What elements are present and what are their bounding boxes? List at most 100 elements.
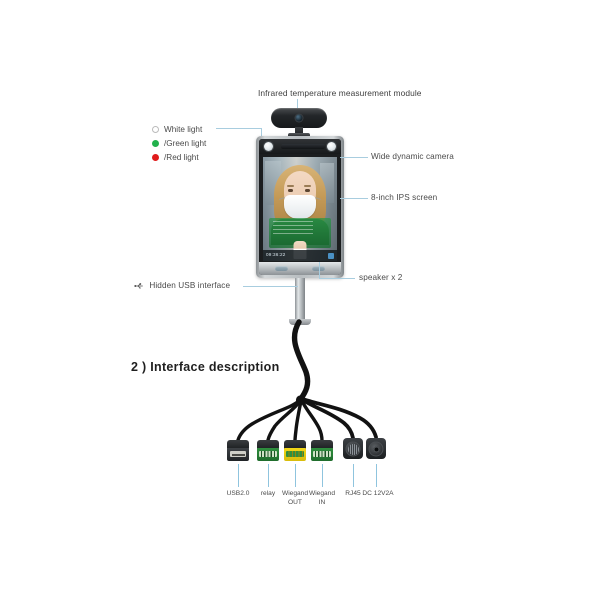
subject-brow-left [287,185,294,187]
connector-label-rj45-line1: RJ45 [345,490,361,497]
usb-icon-dot [134,284,137,287]
indicator-light-legend: White light /Green light /Red light [152,122,206,164]
connector-wiegand-in-shell [311,440,333,449]
legend-label-green: /Green light [164,138,207,148]
connector-dc-power [366,438,386,459]
connector-label-wiegand-in: Wiegand IN [309,489,335,507]
connector-label-dc-power: DC 12V2A [362,489,393,498]
ir-sensor-lens-icon [295,114,303,122]
white-light-dot-icon [152,125,159,133]
rj45-contacts-icon [347,443,359,455]
connector-label-wiegand-out-line1: Wiegand [281,490,309,497]
subject-face-mask [284,195,316,219]
connector-label-relay: relay [261,489,275,498]
legend-item-green-light: /Green light [152,136,206,150]
connector-rj45-face [345,441,361,457]
tick-rj45 [353,464,354,487]
speaker-left [275,266,288,271]
legend-item-white-light: White light [152,122,206,136]
connector-wiegand-out-face [284,448,306,461]
connector-relay-face [257,448,279,461]
terminal-pins-icon [313,451,331,457]
connector-wiegand-in [311,440,333,461]
connector-usb2-face [227,448,249,461]
terminal-body: 09:36:22 [256,136,344,278]
wide-dynamic-camera-lens [327,142,336,151]
ir-fill-light-bar [281,144,325,149]
callout-hidden-usb-label: Hidden USB interface [149,281,231,290]
tick-usb2 [238,464,239,487]
connector-usb2-shell [227,440,249,449]
ips-display-screen[interactable]: 09:36:22 [263,157,337,261]
mounting-pole [295,278,305,322]
main-cable-trunk [291,319,311,403]
connector-label-dc-power-line1: DC 12V2A [362,490,394,497]
usb-icon [134,283,143,289]
subject-eye-right [305,189,310,192]
callout-hidden-usb: Hidden USB interface [134,281,230,290]
connector-relay-shell [257,440,279,449]
leader-speaker [319,278,355,279]
callout-ir-module-label: Infrared temperature measurement module [258,88,422,98]
cable-junction-node [295,395,306,405]
overlay-text-lines [273,221,313,235]
connector-label-rj45: RJ45 [345,489,360,498]
terminal-pins-icon [286,451,304,457]
leader-wide-camera [340,157,368,158]
cable-branch-dc [301,397,378,439]
tick-wiegand-out [295,464,296,487]
usb-icon-triangle [139,287,142,289]
usb-a-port-icon [230,451,246,457]
cable-branch-usb [236,398,302,442]
legend-label-white: White light [164,124,203,134]
ir-module-mount [288,133,310,137]
connector-dc-power-face [368,441,384,457]
subject-eye-left [288,189,293,192]
leader-white-light [216,128,262,129]
cable-branch-rj45 [301,398,355,440]
connector-wiegand-out-shell [284,440,306,449]
screen-status-icon [328,252,334,259]
section-heading: 2 ) Interface description [131,360,280,374]
dc-barrel-jack-icon [373,446,379,452]
connector-label-wiegand-in-line2: IN [318,499,326,506]
green-light-dot-icon [152,139,159,147]
pole-base [289,319,311,325]
legend-label-red: /Red light [164,152,199,162]
subject-brow-right [304,185,311,187]
callout-wide-camera-label: Wide dynamic camera [371,152,454,161]
tick-relay [268,464,269,487]
red-light-dot-icon [152,153,159,161]
callout-speaker-label: speaker x 2 [359,273,403,282]
cable-branch-relay [266,399,302,442]
leader-ips-screen [340,198,368,199]
terminal-pins-icon [259,451,277,457]
usb-icon-square [139,283,142,285]
bottom-bezel [259,262,341,275]
leader-hidden-usb [243,286,298,287]
callout-ips-screen-label: 8-inch IPS screen [371,193,438,202]
infrared-temperature-module [271,108,327,128]
top-bezel [259,139,341,154]
leader-speaker-riser [319,262,320,279]
screen-clock: 09:36:22 [266,252,286,257]
connector-label-usb2: USB2.0 [227,489,250,498]
connector-label-usb2-line1: USB2.0 [226,490,250,497]
speaker-right [312,266,325,271]
screen-status-bar: 09:36:22 [263,250,337,261]
cable-branch-wiegand-in [300,399,324,443]
connector-usb2 [227,440,249,461]
connector-wiegand-in-face [311,448,333,461]
connector-relay [257,440,279,461]
tick-dc-power [376,464,377,487]
indicator-lamp-left [264,142,273,151]
connector-label-wiegand-in-line1: Wiegand [308,490,336,497]
tick-wiegand-in [322,464,323,487]
legend-item-red-light: /Red light [152,150,206,164]
cable-branch-wiegand-out [293,399,303,443]
connector-label-wiegand-out-line2: OUT [288,499,302,506]
connector-rj45 [343,438,363,459]
connector-wiegand-out [284,440,306,461]
connector-label-relay-line1: relay [260,490,276,497]
